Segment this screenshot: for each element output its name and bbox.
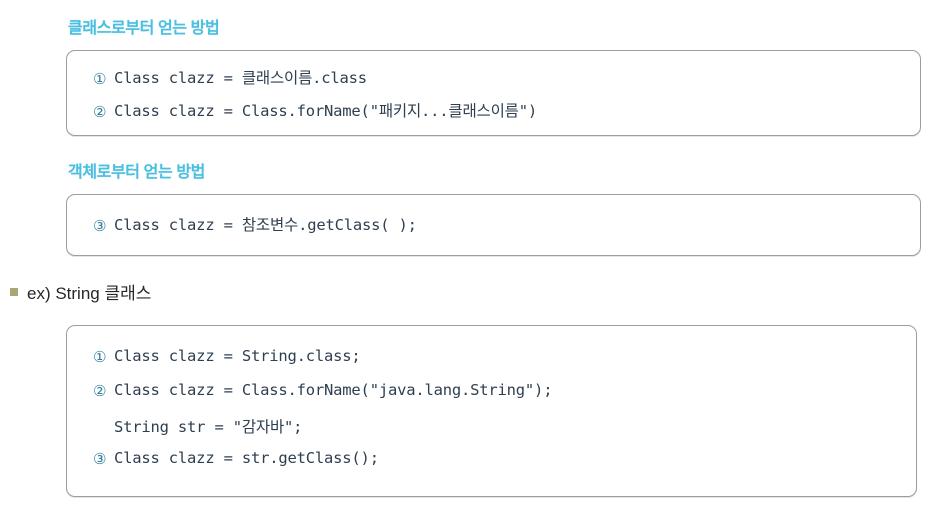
code-line: ③ Class clazz = str.getClass(); <box>93 449 379 467</box>
code-line-text: String str = "감자바"; <box>114 418 303 436</box>
code-line-text: Class clazz = 클래스이름.class <box>114 69 367 87</box>
code-line-text: Class clazz = Class.forName("패키지...클래스이름… <box>114 102 537 120</box>
code-line: ① Class clazz = 클래스이름.class <box>93 66 367 88</box>
code-line: ② Class clazz = Class.forName("패키지...클래스… <box>93 99 537 121</box>
code-line: ② Class clazz = Class.forName("java.lang… <box>93 381 553 400</box>
circled-number-icon: ② <box>93 382 107 400</box>
circled-number-icon: ③ <box>93 217 107 235</box>
code-box-example: ① Class clazz = String.class; ② Class cl… <box>66 325 917 497</box>
section-heading-from-class: 클래스로부터 얻는 방법 <box>68 20 220 37</box>
code-box-from-object: ③ Class clazz = 참조변수.getClass( ); <box>66 194 921 256</box>
code-line-text: Class clazz = 참조변수.getClass( ); <box>114 216 417 234</box>
code-line: String str = "감자바"; <box>93 415 302 437</box>
circled-number-icon: ① <box>93 348 107 366</box>
circled-number-icon: ③ <box>93 450 107 468</box>
code-box-from-class: ① Class clazz = 클래스이름.class ② Class claz… <box>66 50 921 136</box>
example-bullet-line: ex) String 클래스 <box>10 279 151 304</box>
section-heading-from-object: 객체로부터 얻는 방법 <box>68 164 205 181</box>
circled-number-icon: ② <box>93 103 107 121</box>
circled-number-icon: ① <box>93 70 107 88</box>
code-line-text: Class clazz = String.class; <box>114 347 361 365</box>
example-bullet-label: ex) String 클래스 <box>27 284 152 303</box>
square-bullet-icon <box>10 287 18 296</box>
code-line-text: Class clazz = Class.forName("java.lang.S… <box>114 381 553 399</box>
code-line-text: Class clazz = str.getClass(); <box>114 449 379 467</box>
code-line: ① Class clazz = String.class; <box>93 347 361 365</box>
code-line: ③ Class clazz = 참조변수.getClass( ); <box>93 213 417 235</box>
